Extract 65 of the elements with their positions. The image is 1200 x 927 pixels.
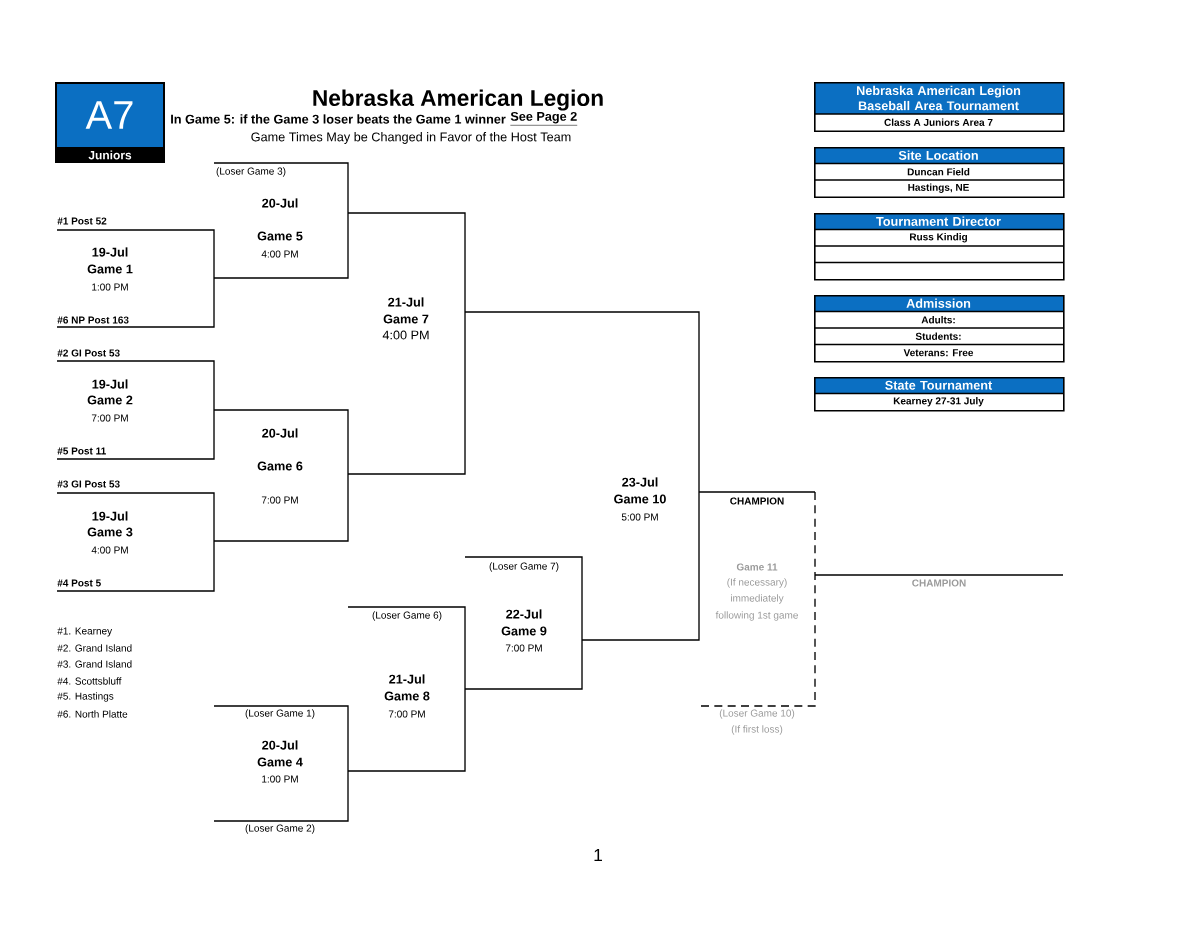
game-number: Game 4 [257, 757, 303, 767]
game-number: Game 1 [87, 264, 133, 274]
game-date: 22-Jul [506, 609, 542, 619]
title: Nebraska American Legion [313, 89, 603, 111]
game-date: 20-Jul [262, 428, 298, 438]
bracket-note: (Loser Game 1) [245, 709, 315, 719]
team-name: #5 Post 11 [57, 447, 106, 455]
game-date: 20-Jul [262, 740, 298, 750]
bracket-note: (If first loss) [731, 725, 783, 735]
bracket-note: immediately [731, 594, 784, 604]
champion-label: CHAMPION [912, 579, 966, 587]
page-number: 1 [594, 849, 602, 861]
game-time: 4:00 PM [382, 330, 429, 340]
game-date: 23-Jul [622, 477, 658, 487]
bracket-note: following 1st game [715, 611, 798, 621]
game-time: 7:00 PM [261, 496, 298, 504]
note: Game Times May be Changed in Favor of the Host Team [251, 132, 571, 144]
team-name: #4 Post 5 [57, 579, 101, 587]
game-time: 7:00 PM [505, 644, 542, 652]
game-time: 4:00 PM [261, 250, 298, 258]
bracket-note: (Loser Game 3) [216, 167, 286, 177]
game-date: 19-Jul [92, 247, 128, 257]
game-number: Game 9 [501, 626, 547, 636]
game-time: 4:00 PM [91, 546, 128, 554]
bracket-note: (Loser Game 7) [489, 562, 559, 572]
game-date: 21-Jul [389, 674, 425, 684]
team-name: #6 NP Post 163 [57, 316, 129, 324]
seed-list-item: #2. Grand Island [57, 644, 132, 652]
game-time: 7:00 PM [91, 414, 128, 422]
bracket-note: (Loser Game 2) [245, 824, 315, 834]
game-number: Game 6 [257, 461, 303, 471]
info-table: Admission Adults: Students: Veterans: Free [813, 295, 1065, 363]
badge: A7 Juniors [55, 82, 165, 163]
link-text: See Page 2 [510, 111, 578, 126]
game-date: 19-Jul [92, 379, 128, 389]
game-time: 5:00 PM [621, 513, 658, 521]
bracket-note: (If necessary) [727, 578, 787, 588]
info-table: Nebraska American Legion Baseball Area Tournament Class A Juniors Area 7 [813, 82, 1065, 133]
game-date: 21-Jul [388, 297, 424, 307]
seed-list-item: #6. North Platte [57, 710, 128, 718]
champion-label: CHAMPION [730, 497, 784, 505]
info-table: Tournament Director Russ Kindig [813, 213, 1065, 281]
game-time: 1:00 PM [262, 775, 298, 783]
game-date: 20-Jul [262, 198, 298, 208]
bracket-note: (Loser Game 10) [719, 709, 795, 719]
seed-list-item: #3. Grand Island [57, 660, 132, 668]
game-number: Game 7 [383, 314, 429, 324]
seed-list-item: #4. Scottsbluff [57, 677, 122, 685]
game-number: Game 10 [614, 494, 666, 504]
team-name: #1 Post 52 [57, 217, 107, 225]
info-table: Site Location Duncan Field Hastings, NE [813, 147, 1065, 199]
game-number: Game 5 [257, 231, 303, 241]
game-number: Game 2 [87, 395, 133, 405]
game-time: 7:00 PM [388, 710, 425, 718]
team-name: #3 GI Post 53 [57, 480, 120, 488]
info-table: State Tournament Kearney 27-31 July [813, 377, 1065, 412]
game-date: 19-Jul [92, 511, 128, 521]
game-number: Game 3 [87, 527, 133, 537]
seed-list-item: #1. Kearney [57, 627, 113, 637]
game-time: 1:00 PM [92, 283, 128, 291]
game-number: Game 11 [736, 563, 778, 571]
game-number: Game 8 [384, 691, 430, 701]
bracket-note: (Loser Game 6) [372, 611, 442, 621]
seed-list-item: #5. Hastings [57, 692, 114, 702]
team-name: #2 GI Post 53 [57, 349, 120, 357]
